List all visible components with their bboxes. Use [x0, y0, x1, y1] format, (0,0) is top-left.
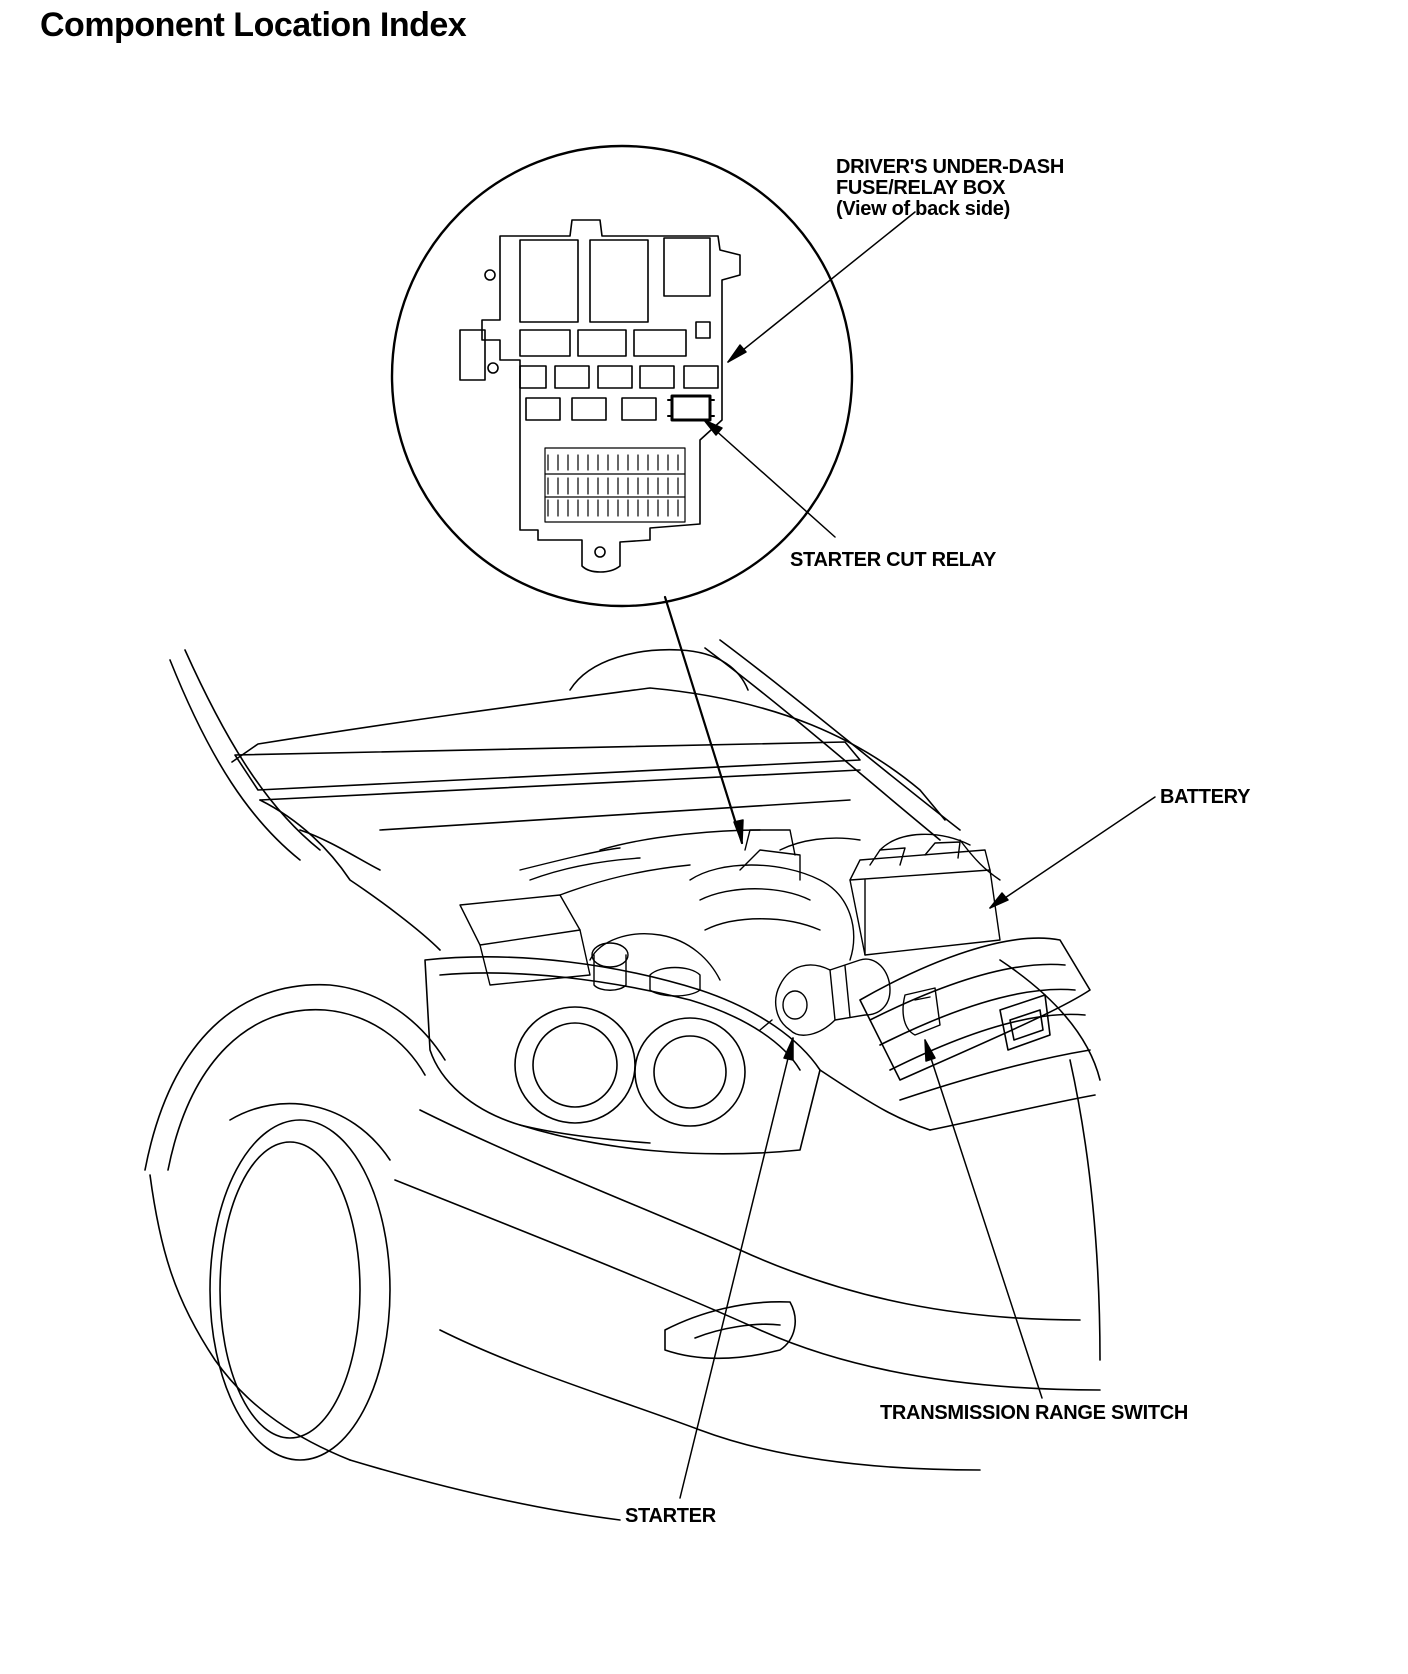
starter-cut-relay-icon	[672, 396, 710, 420]
starter-cut-relay-label: STARTER CUT RELAY	[790, 549, 997, 571]
battery-leader	[990, 797, 1155, 908]
vehicle-outline	[145, 640, 1100, 1520]
fuse-box-label-line3: (View of back side)	[836, 198, 1010, 220]
fuse-box-leader	[728, 212, 915, 362]
starter-cut-relay-leader	[704, 420, 835, 537]
starter-leader	[680, 1038, 793, 1498]
detail-connector-leader	[665, 597, 742, 843]
fuse-grid	[545, 448, 685, 522]
battery-label: BATTERY	[1160, 786, 1251, 808]
engine-bay	[460, 830, 1000, 1035]
detail-magnifier	[392, 146, 852, 606]
page-title: Component Location Index	[40, 6, 467, 44]
fuse-box-label-line1: DRIVER'S UNDER-DASH	[836, 156, 1064, 178]
transmission-range-switch-label: TRANSMISSION RANGE SWITCH	[880, 1402, 1189, 1424]
starter-label: STARTER	[625, 1505, 716, 1527]
transmission-range-switch-leader	[925, 1040, 1042, 1398]
fuse-box-label: DRIVER'S UNDER-DASH FUSE/RELAY BOX (View…	[836, 157, 1064, 220]
fuse-box-label-line2: FUSE/RELAY BOX	[836, 177, 1006, 199]
leader-lines	[665, 212, 1155, 1498]
